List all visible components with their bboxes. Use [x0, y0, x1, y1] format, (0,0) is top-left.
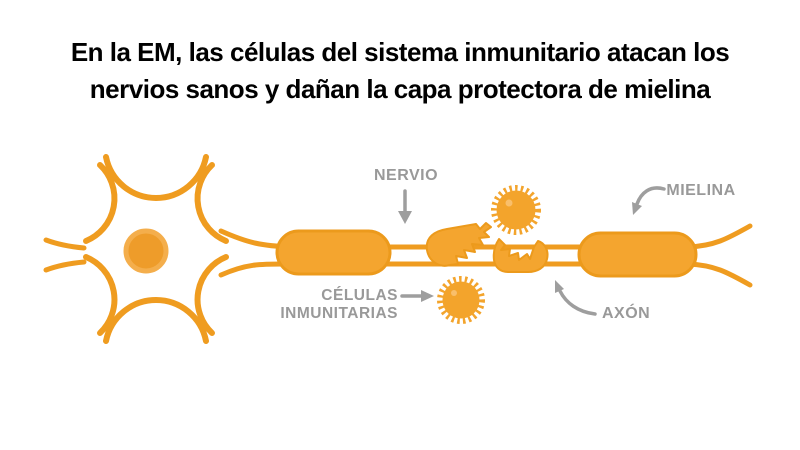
- myelin-segments-border: [275, 229, 698, 278]
- nucleus: [123, 228, 169, 274]
- annotation-arrowheads: [398, 202, 642, 302]
- myelin-segments: [275, 229, 698, 278]
- soma-arc-upper-right: [194, 162, 229, 244]
- label-axon: AXÓN: [602, 305, 651, 322]
- damaged-myelin-border: [425, 222, 549, 273]
- soma-arc-bottom: [103, 297, 209, 344]
- title-line-2: nervios sanos y dañan la capa protectora…: [89, 74, 711, 104]
- label-myelin: MIELINA: [666, 182, 736, 199]
- nerve-arrowhead: [398, 211, 412, 224]
- immune-cells-arrowhead: [421, 290, 434, 302]
- damaged-myelin: [425, 222, 549, 273]
- dendrite-stubs: [43, 237, 87, 273]
- soma-arc-upper-left: [83, 162, 118, 244]
- dendrite-stub-bottom: [43, 259, 87, 273]
- axon-line-bottom: [218, 261, 753, 288]
- immune-cell-top-spikes: [491, 185, 541, 235]
- axon-fiber: [218, 223, 753, 288]
- label-immune-cells: CÉLULAS INMUNITARIAS: [250, 287, 398, 323]
- myelin-segment-right: [577, 231, 698, 278]
- immune-cell-spikes: [437, 185, 541, 324]
- soma-arc-lower-left: [83, 254, 118, 336]
- annotation-arrows: [400, 186, 666, 316]
- immune-cell-top: [496, 190, 536, 230]
- immune-cell-highlights: [451, 199, 513, 296]
- axon-arrowhead: [555, 280, 564, 293]
- myelin-arrow-line: [635, 186, 666, 206]
- axon-line-top: [218, 223, 753, 250]
- soma-arc-lower-right: [194, 254, 229, 336]
- immune-cell-top-highlight: [505, 199, 513, 207]
- myelin-segment-left: [275, 229, 392, 276]
- nucleus-wrap: [123, 228, 169, 274]
- label-nerve: NERVIO: [373, 167, 439, 184]
- axon-arrow-line: [558, 289, 597, 316]
- title-line-1: En la EM, las células del sistema inmuni…: [70, 37, 730, 67]
- nucleus-rim: [123, 228, 169, 274]
- soma-arc-top: [103, 154, 209, 201]
- label-immune-cells-line-1: CÉLULAS: [321, 287, 398, 304]
- page-title: En la EM, las células del sistema inmuni…: [0, 34, 800, 108]
- immune-cell-bottom: [442, 281, 480, 319]
- myelin-arrowhead: [632, 202, 642, 215]
- immune-cells: [437, 185, 541, 324]
- dendrite-stub-top: [43, 237, 87, 251]
- damaged-myelin-piece-left: [425, 222, 492, 267]
- immune-cell-bottom-spikes: [437, 276, 485, 324]
- neuron-cell-body: [43, 154, 229, 344]
- damaged-myelin-piece-right: [492, 238, 549, 273]
- label-immune-cells-line-2: INMUNITARIAS: [280, 305, 398, 322]
- immune-cell-bottom-highlight: [451, 290, 457, 296]
